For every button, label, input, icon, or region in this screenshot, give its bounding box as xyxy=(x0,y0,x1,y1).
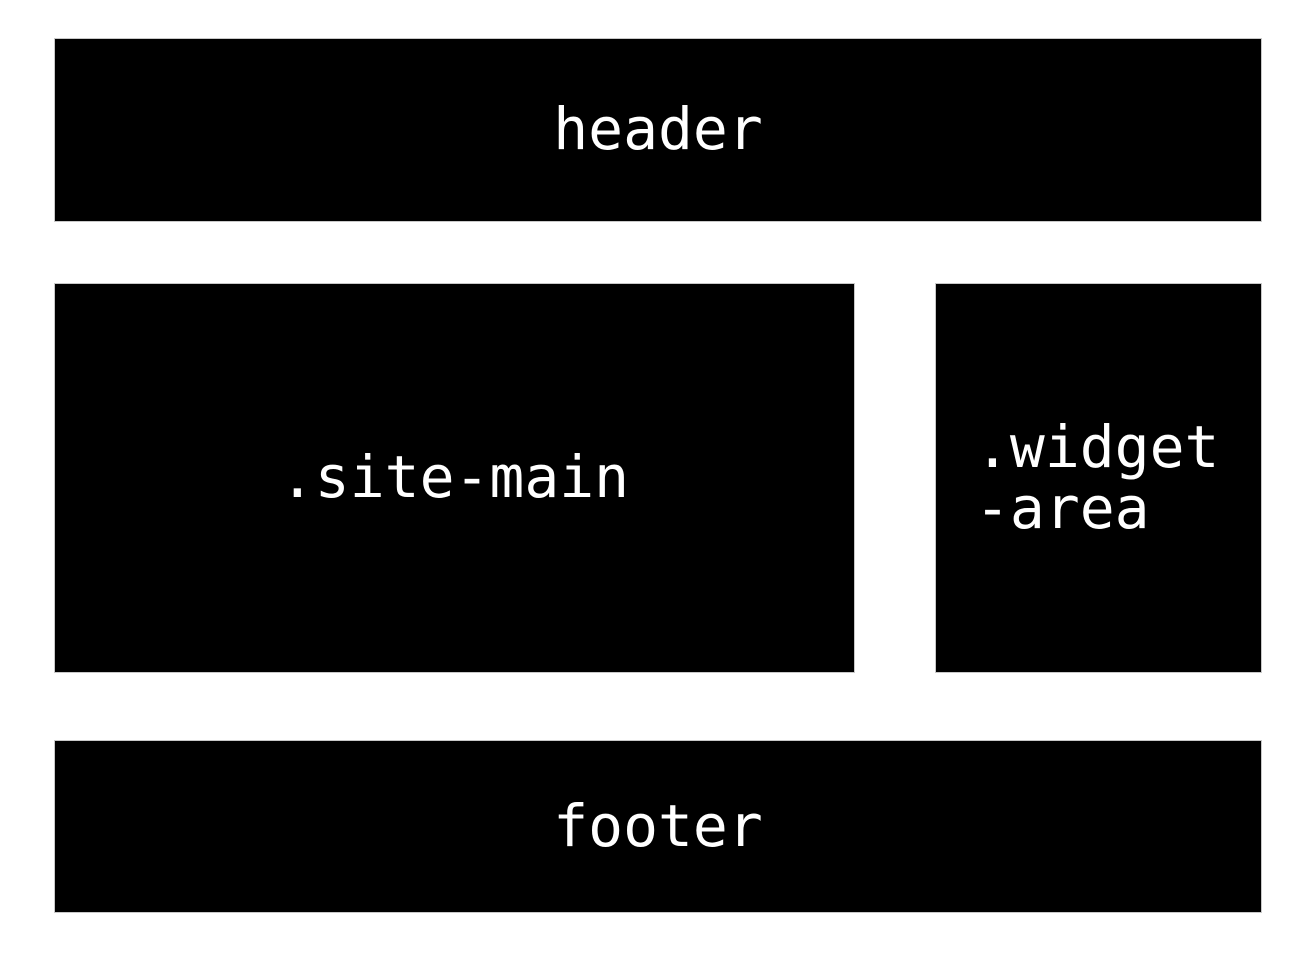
layout-block-header-label: header xyxy=(553,95,763,164)
layout-block-footer[interactable]: footer xyxy=(54,740,1262,913)
layout-block-site-main-label: .site-main xyxy=(279,443,630,512)
layout-block-widget-area[interactable]: .widget-area xyxy=(935,283,1262,673)
layout-block-widget-area-label: .widget-area xyxy=(975,412,1220,542)
layout-block-header[interactable]: header xyxy=(54,38,1262,222)
layout-block-footer-label: footer xyxy=(553,791,763,860)
layout-block-site-main[interactable]: .site-main xyxy=(54,283,855,673)
